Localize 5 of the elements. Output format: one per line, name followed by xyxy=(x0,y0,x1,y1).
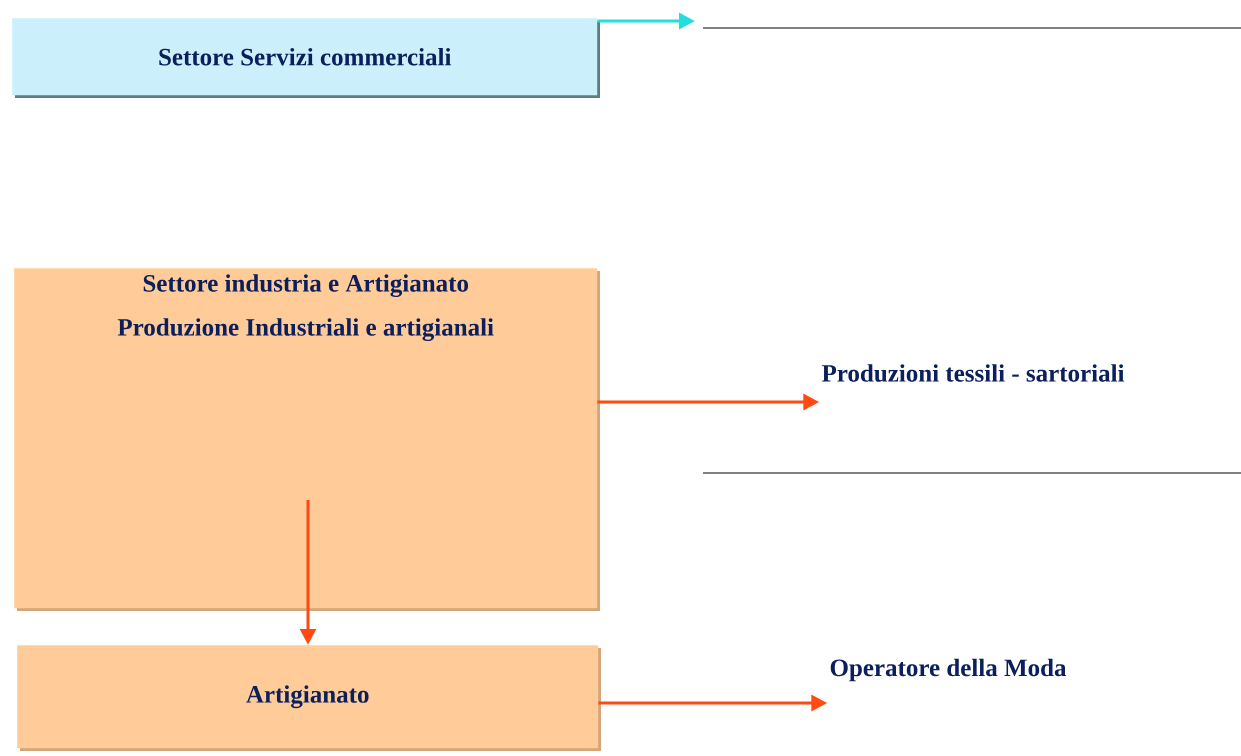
process-box: Settore Servizi commerciali xyxy=(12,18,600,98)
label-text: Operatore della Moda xyxy=(830,658,1067,682)
process-box: Artigianato xyxy=(17,645,601,751)
process-box: Settore industria e Artigianato Produzione Industriali e artigianali xyxy=(14,268,600,611)
label-text: Produzioni tessili - sartoriali xyxy=(821,364,1125,382)
